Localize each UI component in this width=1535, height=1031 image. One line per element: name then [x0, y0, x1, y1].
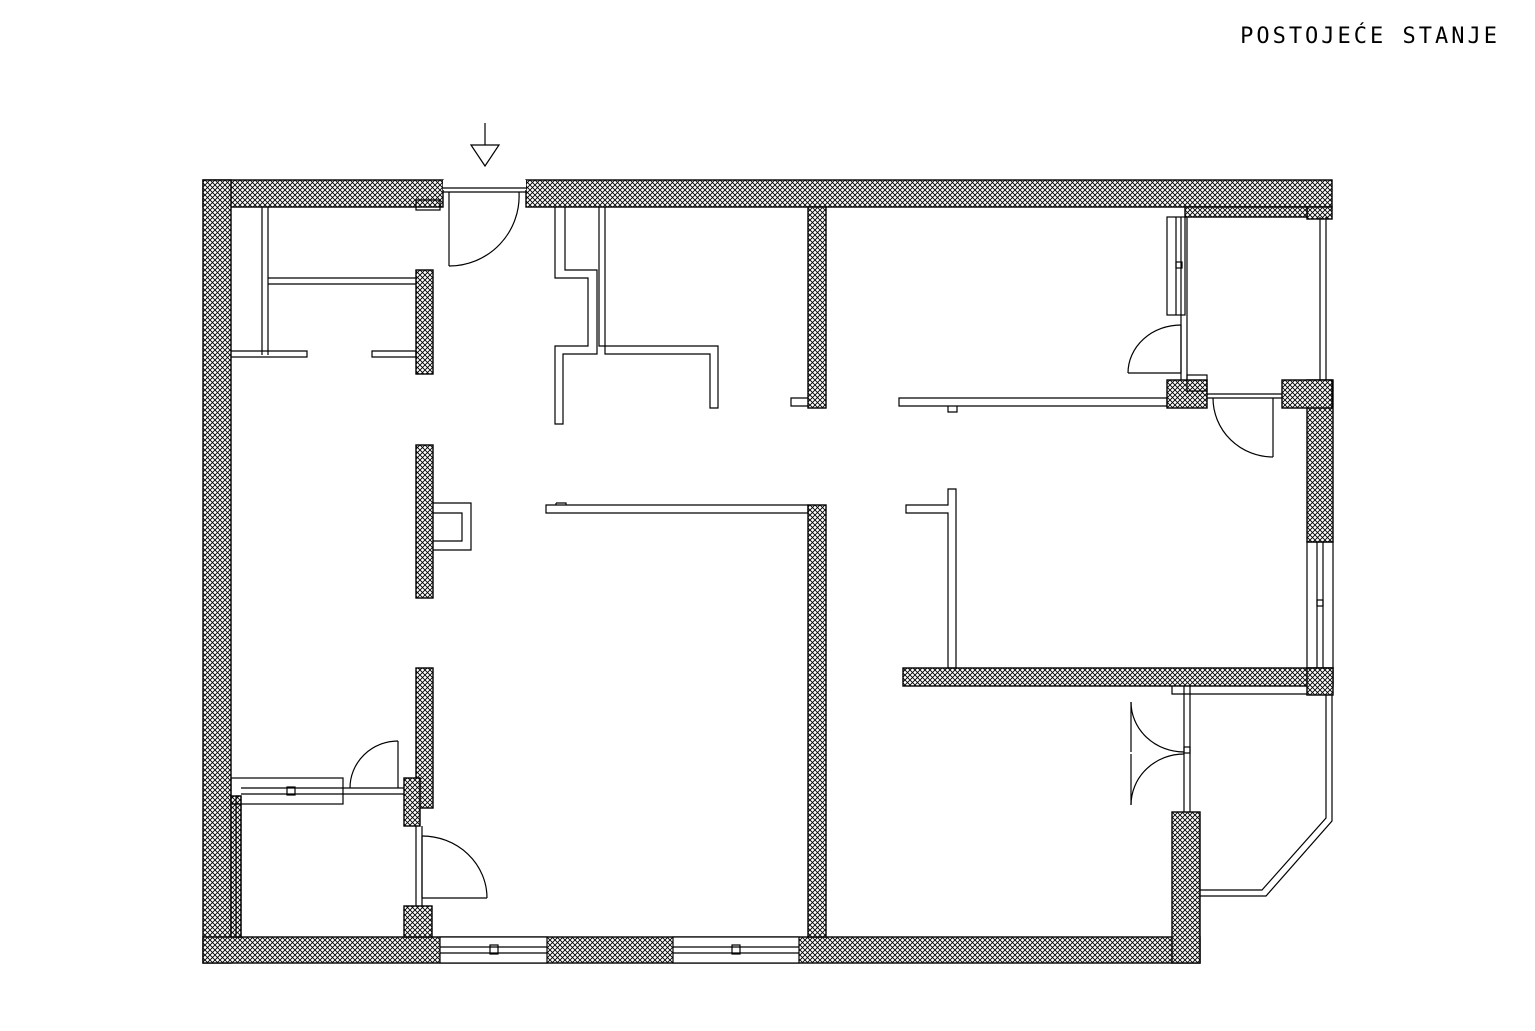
entrance-door [415, 187, 526, 267]
entrance-opening [443, 180, 526, 190]
wall-outer-left [202, 179, 232, 964]
niche [433, 502, 472, 551]
shaft-partitions [554, 207, 808, 425]
door-right-lower-2 [1130, 753, 1185, 806]
wall-interior-pier [403, 777, 421, 827]
window-right-top [1166, 216, 1327, 392]
window-bottom-1 [439, 936, 548, 964]
wall-right-bottom [1171, 811, 1201, 964]
bay-window [1171, 686, 1333, 897]
entrance-arrow-icon [469, 123, 501, 168]
door-right-top [1127, 324, 1182, 374]
wall-interior-lower [415, 667, 434, 809]
partition-right-lower [905, 488, 957, 669]
wall-interior-pier-bottom [403, 905, 433, 938]
wall-central-upper [807, 206, 827, 409]
window-right-middle [1306, 541, 1334, 669]
door-bottom-left-room [349, 740, 399, 789]
door-bottom-left-hall [415, 826, 488, 906]
window-bottom-2 [672, 936, 800, 964]
wall-interior-top [415, 269, 434, 375]
door-right-middle [1207, 393, 1282, 458]
wall-central-lower [807, 504, 827, 938]
wall-right-lower-end [1306, 667, 1334, 696]
partition-center [545, 502, 809, 514]
closet-top-left [231, 207, 417, 358]
window-bottom-left-room [230, 777, 404, 938]
partition-right-upper [898, 397, 1168, 413]
wall-outer-top-right [525, 179, 1333, 208]
wall-interior-middle [415, 444, 434, 599]
wall-pier-top [1281, 379, 1333, 409]
wall-outer-top-left [202, 179, 444, 208]
wall-horizontal-right [902, 667, 1334, 687]
door-right-lower-1 [1130, 701, 1185, 753]
wall-top-right-corner [1184, 206, 1308, 218]
drawing-title: POSTOJEĆE STANJE [1240, 24, 1500, 49]
